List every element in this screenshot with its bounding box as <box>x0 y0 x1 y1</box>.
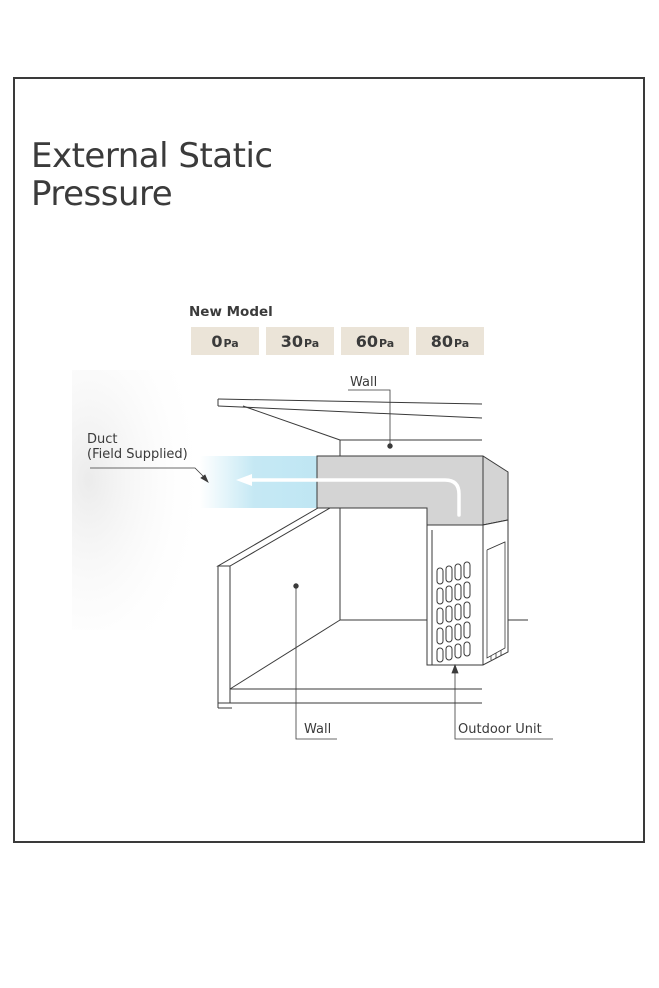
left-wall-panel <box>216 507 341 704</box>
installation-diagram <box>72 370 553 740</box>
airflow-arrow <box>236 474 461 517</box>
pressure-unit: Pa <box>223 336 239 350</box>
title-line-2: Pressure <box>31 174 173 214</box>
pressure-value: 80 <box>430 331 454 351</box>
pressure-value: 60 <box>355 331 379 351</box>
label-duct: Duct (Field Supplied) <box>87 432 188 462</box>
title-line-1: External Static <box>31 136 273 176</box>
outdoor-unit <box>426 519 528 666</box>
ceiling-slab <box>217 398 483 456</box>
leader-lines <box>90 389 553 740</box>
pressure-unit: Pa <box>454 336 470 350</box>
side-grille <box>486 541 506 660</box>
duct <box>316 455 509 530</box>
pressure-value: 30 <box>280 331 304 351</box>
page-title: External Static Pressure <box>31 137 273 213</box>
model-label: New Model <box>189 304 273 320</box>
label-outdoor-unit: Outdoor Unit <box>458 722 542 737</box>
label-wall-bottom: Wall <box>304 722 332 737</box>
label-duct-line-2: (Field Supplied) <box>87 447 188 462</box>
pressure-unit: Pa <box>379 336 395 350</box>
label-wall-top: Wall <box>350 375 378 390</box>
airflow-band <box>200 456 320 508</box>
pressure-value: 0 <box>211 331 223 351</box>
floor-slab <box>217 688 482 709</box>
label-duct-line-1: Duct <box>87 432 118 447</box>
pressure-unit: Pa <box>304 336 320 350</box>
